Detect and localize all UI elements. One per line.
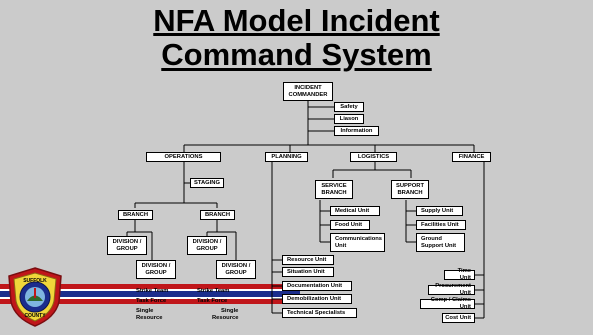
division-group-box-3: DIVISION / GROUP (187, 236, 227, 255)
division-group-box-1: DIVISION / GROUP (107, 236, 147, 255)
demobilization-unit-box: Demobilization Unit (282, 294, 352, 304)
page-title: NFA Model Incident Command System (0, 4, 593, 72)
decorative-stripes (0, 284, 300, 304)
operations-box: OPERATIONS (146, 152, 221, 162)
task-force-label-2: Task Force (197, 298, 228, 304)
resource-unit-box: Resource Unit (282, 255, 334, 265)
support-branch-box: SUPPORT BRANCH (391, 180, 429, 199)
stripe-blue (0, 291, 300, 297)
stripe-white-2 (0, 297, 300, 299)
logo-top-text: SUFFOLK (23, 278, 47, 284)
service-branch-box: SERVICE BRANCH (315, 180, 353, 199)
incident-commander-box: INCIDENT COMMANDER (283, 82, 333, 101)
comp-claims-unit-box: Comp / Claims Unit (420, 297, 475, 310)
single-resource-label-1: Single Resource (136, 308, 163, 321)
stripe-red-bottom (0, 299, 300, 304)
planning-box: PLANNING (265, 152, 308, 162)
logo-bottom-text: COUNTY (24, 313, 46, 319)
ground-support-unit-box: Ground Support Unit (416, 233, 465, 252)
title-line-1: NFA Model Incident (153, 3, 440, 38)
logistics-box: LOGISTICS (350, 152, 397, 162)
technical-specialists-box: Technical Specialists (282, 308, 357, 318)
cost-unit-box: Cost Unit (442, 313, 475, 323)
strike-team-label-2: Strike Team (197, 288, 230, 294)
situation-unit-box: Situation Unit (282, 267, 334, 277)
division-group-box-2: DIVISION / GROUP (136, 260, 176, 279)
task-force-label-1: Task Force (136, 298, 167, 304)
procurement-unit-box: Procurement Unit (428, 283, 475, 296)
time-unit-box: Time Unit (444, 268, 475, 281)
branch-box-2: BRANCH (200, 210, 235, 220)
medical-unit-box: Medical Unit (330, 206, 380, 216)
information-box: Information (334, 126, 379, 136)
suffolk-county-logo: SUFFOLK COUNTY (8, 267, 62, 327)
safety-box: Safety (334, 102, 364, 112)
single-resource-label-2: Single Resource (212, 308, 239, 321)
strike-team-label-1: Strike Team (136, 288, 169, 294)
stripe-red-top (0, 284, 300, 289)
division-group-box-4: DIVISION / GROUP (216, 260, 256, 279)
facilities-unit-box: Facilities Unit (416, 220, 466, 230)
staging-box: STAGING (190, 178, 224, 188)
documentation-unit-box: Documentation Unit (282, 281, 352, 291)
communications-unit-box: Communications Unit (330, 233, 385, 252)
supply-unit-box: Supply Unit (416, 206, 463, 216)
food-unit-box: Food Unit (330, 220, 370, 230)
branch-box-1: BRANCH (118, 210, 153, 220)
finance-box: FINANCE (452, 152, 491, 162)
connector-lines (126, 100, 485, 319)
title-line-2: Command System (161, 37, 432, 72)
liason-box: Liason (334, 114, 364, 124)
stripe-white-1 (0, 289, 300, 291)
